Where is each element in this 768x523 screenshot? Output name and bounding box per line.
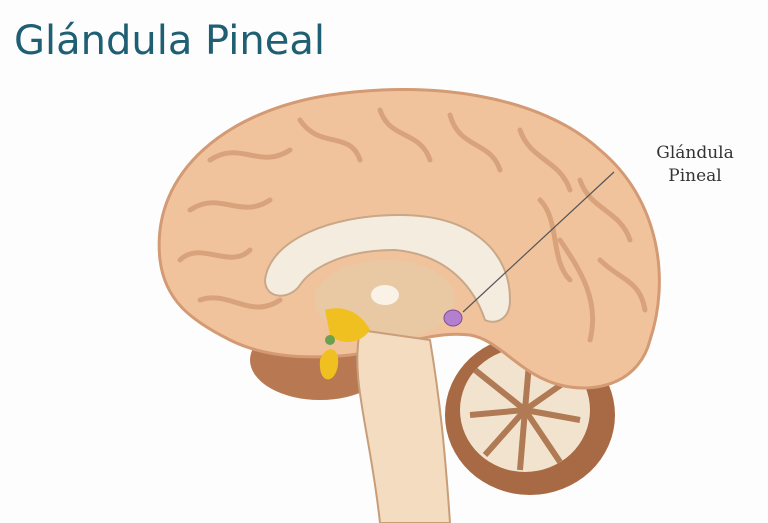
pineal-label-line2: Pineal [668, 166, 722, 186]
pituitary-gland [319, 349, 339, 380]
page-title: Glándula Pineal [14, 18, 325, 64]
corpus-callosum [263, 213, 512, 323]
pineal-label-line1: Glándula [656, 143, 734, 163]
pineal-label: Glándula Pineal [640, 142, 750, 188]
brainstem [356, 328, 452, 523]
leader-line [462, 171, 615, 313]
pineal-gland [443, 309, 463, 327]
